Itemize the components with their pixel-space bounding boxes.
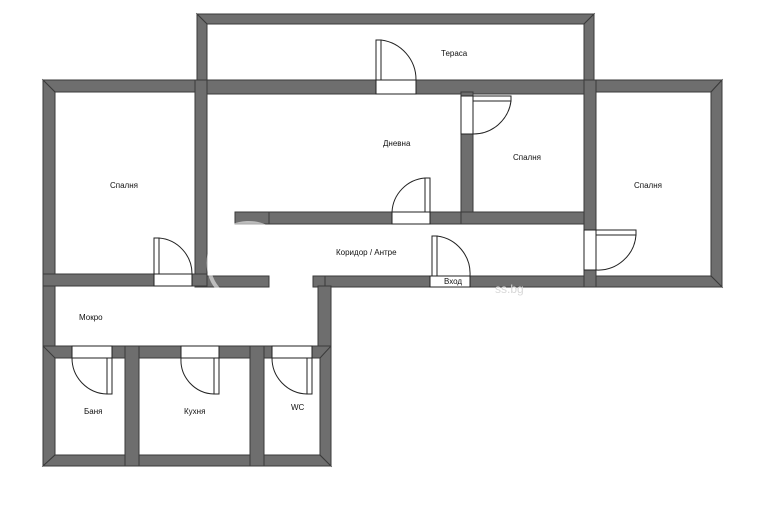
wall-bedroom-right-top: [582, 79, 724, 93]
door-living: [391, 177, 431, 225]
wall-bedroom-right-bottom: [583, 275, 724, 288]
room-label-kitchen: Кухня: [184, 407, 205, 416]
doors: [71, 39, 637, 395]
wall-terrace-left: [196, 12, 208, 81]
door-terrace: [375, 39, 417, 95]
wall-bedroom-middle-bottom: [460, 211, 585, 225]
door-bedroom-right: [583, 229, 637, 271]
room-label-living: Дневна: [383, 139, 411, 148]
room-label-wc: WC: [291, 403, 305, 412]
room-labels: Тераса Дневна Спалня Спалня Спалня Корид…: [79, 49, 662, 416]
room-label-bedroom-middle: Спалня: [513, 153, 541, 162]
door-kitchen: [180, 345, 220, 395]
wall-wet-left: [42, 285, 56, 353]
wall-outer-right: [710, 78, 723, 289]
watermark-text: ss.bg: [495, 282, 524, 296]
door-bedroom-middle: [460, 95, 512, 135]
wall-living-bottom-left: [206, 275, 270, 288]
door-entrance: [429, 235, 471, 288]
room-label-bedroom-left: Спалня: [110, 181, 138, 190]
wall-outer-left: [42, 78, 56, 288]
wall-terrace-right: [583, 12, 595, 81]
wall-bottom-outer: [41, 454, 333, 467]
room-label-bathroom: Баня: [84, 407, 102, 416]
wall-living-bottom-right: [312, 275, 326, 288]
room-label-bedroom-right: Спалня: [634, 181, 662, 190]
door-wc: [271, 345, 313, 395]
wall-kitchen-wc: [249, 345, 265, 467]
wall-wet-right: [317, 285, 332, 353]
wall-bath-left: [42, 344, 56, 468]
wall-bath-kitchen: [124, 345, 140, 467]
wall-wc-right: [319, 344, 332, 468]
wall-bedroom-left-right: [194, 79, 208, 288]
door-bedroom-left: [153, 237, 193, 287]
room-label-wet-area: Мокро: [79, 313, 103, 322]
room-label-terrace: Тераса: [441, 49, 468, 58]
wall-bedroom-left-top: [41, 79, 209, 93]
watermark-logo-icon: [206, 221, 277, 305]
room-label-entrance: Вход: [444, 277, 462, 286]
wall-terrace-top: [195, 13, 596, 25]
watermark: ss.bg: [206, 221, 524, 305]
room-label-corridor: Коридор / Антре: [336, 248, 397, 257]
door-bathroom: [71, 345, 113, 395]
